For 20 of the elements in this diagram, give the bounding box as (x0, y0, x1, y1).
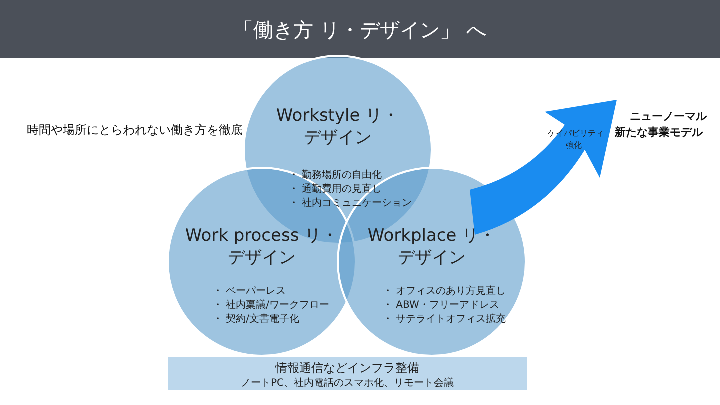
outcome-text: ニューノーマル (630, 109, 707, 124)
bullet-item: ・ ABW・フリーアドレス (383, 299, 500, 312)
bar-heading: 情報通信などインフラ整備 (274, 360, 420, 377)
bullet-item: ・ 勤務場所の自由化 (289, 168, 382, 182)
arrow-label: 強化 (566, 140, 582, 151)
bullet-item: ・ オフィスのあり方見直し (383, 284, 506, 298)
tagline: 時間や場所にとらわれない働き方を徹底 (27, 122, 243, 139)
bullet-item: ・ 契約/文書電子化 (213, 312, 300, 326)
circle-heading: Workstyle リ・デザイン (275, 105, 401, 149)
bullet-item: ・ 通勤費用の見直し (289, 182, 382, 196)
infrastructure-bar (168, 357, 527, 390)
bullet-item: ・ 社内稟議/ワークフロー (213, 298, 330, 312)
bullet-item: ・ ペーパーレス (213, 285, 286, 298)
bullet-item: ・ サテライトオフィス拡充 (383, 312, 506, 326)
title: 「働き方 リ・デザイン」 へ (232, 17, 488, 44)
circle-heading: Workplace リ・デザイン (366, 225, 498, 269)
circle-heading: Work process リ・デザイン (184, 225, 340, 269)
bullet-item: ・ 社内コミュニケーション (289, 196, 412, 210)
bar-subtext: ノートPC、社内電話のスマホ化、リモート会議 (240, 376, 455, 390)
outcome-text: 新たな事業モデル (615, 125, 703, 140)
